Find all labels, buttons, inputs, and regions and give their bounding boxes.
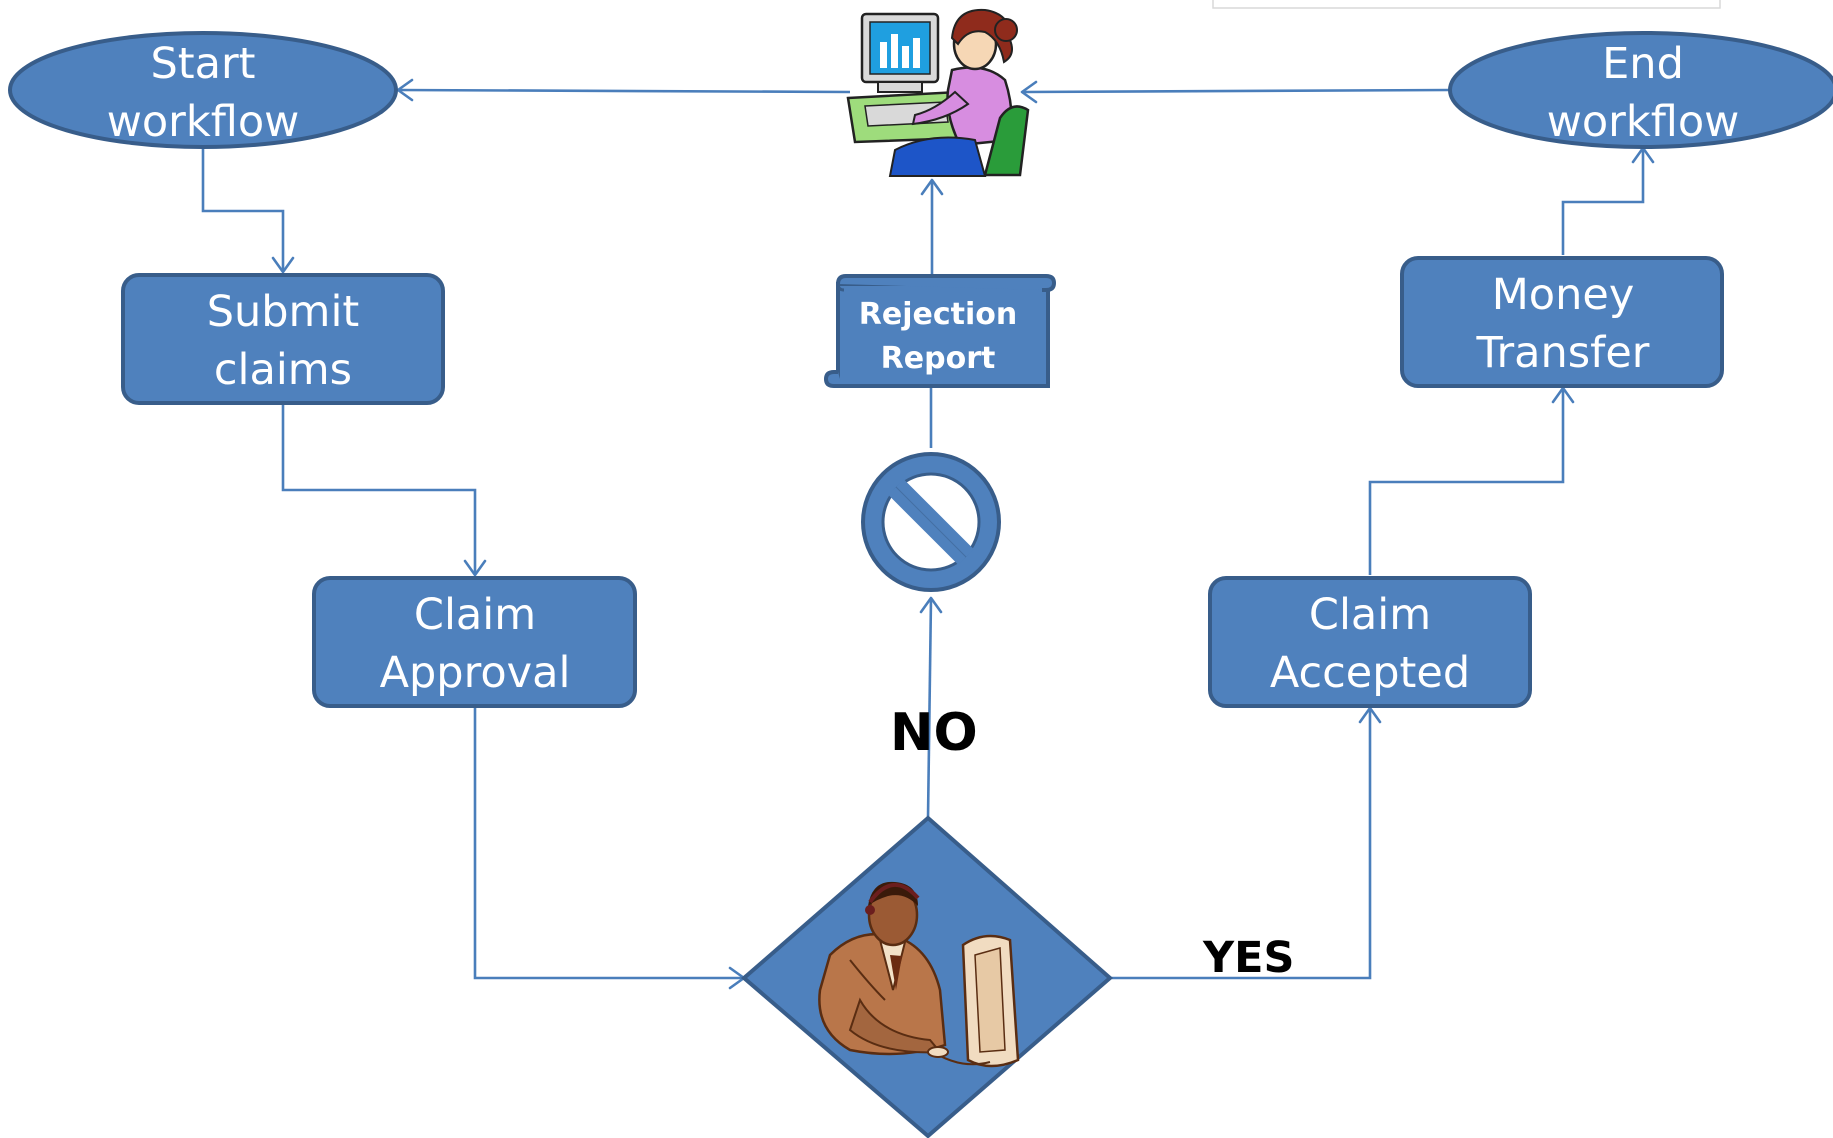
yes-label: YES (1202, 933, 1294, 983)
report-line2: Report (881, 341, 996, 376)
reviewer-at-computer-icon (818, 881, 1020, 1068)
start-line1: Start (150, 39, 255, 89)
connector-decision-to-accepted (1110, 708, 1372, 980)
no-label: NO (890, 703, 978, 763)
connector-person-to-start (397, 88, 851, 94)
start-line2: workflow (107, 97, 300, 147)
claim-accepted-node: Claim Accepted (1208, 576, 1532, 708)
arrowhead-person-bottom (920, 178, 944, 196)
arrowhead-approval (463, 559, 487, 577)
connector-money-to-end (1561, 148, 1645, 255)
connector-approval-to-decision (473, 708, 744, 980)
end-workflow-node: End workflow (1448, 31, 1833, 149)
end-line2: workflow (1547, 97, 1740, 147)
arrowhead-person-right (1020, 80, 1038, 104)
submit-claims-node: Submit claims (121, 273, 445, 405)
submit-line1: Submit (207, 287, 360, 337)
connector-decision-to-prohibited (926, 597, 933, 819)
claim-approval-node: Claim Approval (312, 576, 637, 708)
connector-submit-to-approval (281, 405, 477, 575)
report-line1: Rejection (859, 297, 1017, 332)
arrowhead-submit (271, 256, 295, 274)
accepted-line2: Accepted (1270, 648, 1470, 698)
money-transfer-node: Money Transfer (1400, 256, 1724, 388)
approval-line2: Approval (380, 648, 571, 698)
rejection-report-node: Rejection Report (823, 274, 1057, 388)
accepted-line1: Claim (1309, 590, 1431, 640)
submit-line2: claims (214, 345, 352, 395)
prohibited-icon (861, 452, 1001, 592)
end-line1: End (1602, 39, 1684, 89)
connector-end-to-person (1021, 88, 1451, 94)
person-at-computer-icon (846, 8, 1030, 177)
arrowhead-prohibited (919, 596, 943, 614)
money-line2: Transfer (1476, 328, 1650, 378)
partial-frame (1212, 0, 1721, 9)
connector-start-to-submit (201, 148, 285, 272)
money-line1: Money (1492, 270, 1635, 320)
connector-accepted-to-money (1368, 388, 1565, 575)
start-workflow-node: Start workflow (8, 31, 398, 149)
approval-line1: Claim (414, 590, 536, 640)
connectors (201, 78, 1655, 990)
decision-diamond (740, 815, 1114, 1138)
